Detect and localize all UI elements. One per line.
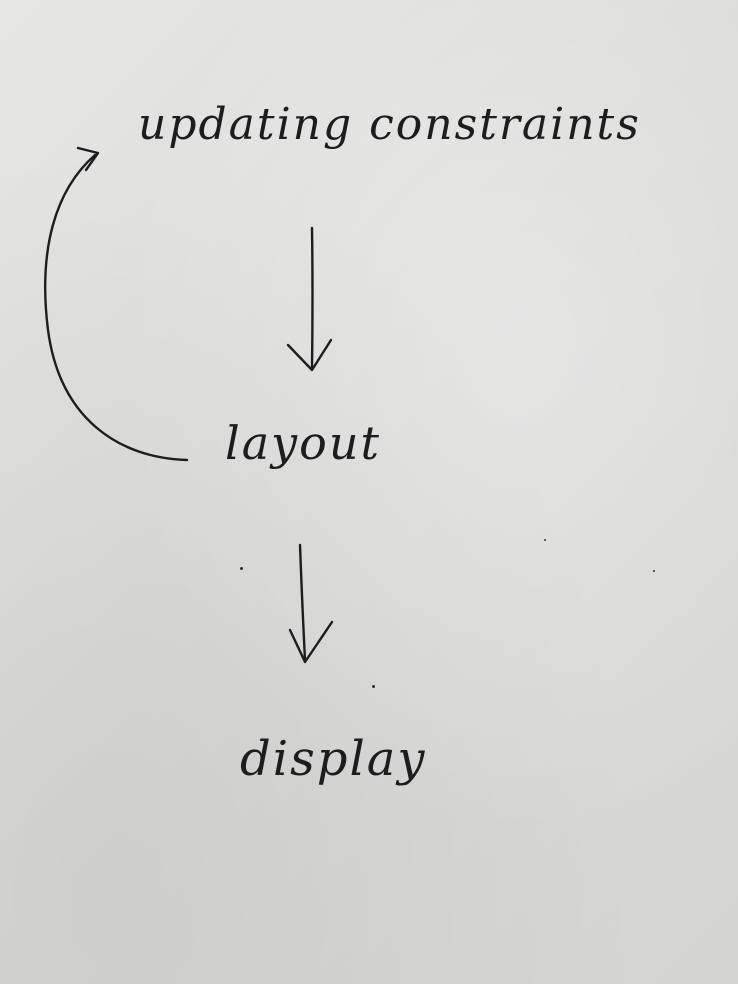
paper-speck	[240, 567, 243, 570]
arrowhead-updating-to-layout	[286, 338, 333, 372]
arrow-updating-to-layout	[310, 226, 314, 370]
node-updating-constraints: updating constraints	[138, 99, 641, 150]
feedback-arrow-layout-to-updating	[44, 153, 189, 462]
paper-speck	[544, 539, 546, 541]
node-layout: layout	[225, 416, 381, 470]
node-display: display	[240, 731, 427, 787]
paper-speck	[372, 685, 375, 688]
paper-speck	[653, 570, 655, 572]
arrow-layout-to-display	[298, 543, 307, 662]
feedback-arrowhead	[76, 146, 100, 172]
arrowhead-layout-to-display	[288, 620, 334, 664]
